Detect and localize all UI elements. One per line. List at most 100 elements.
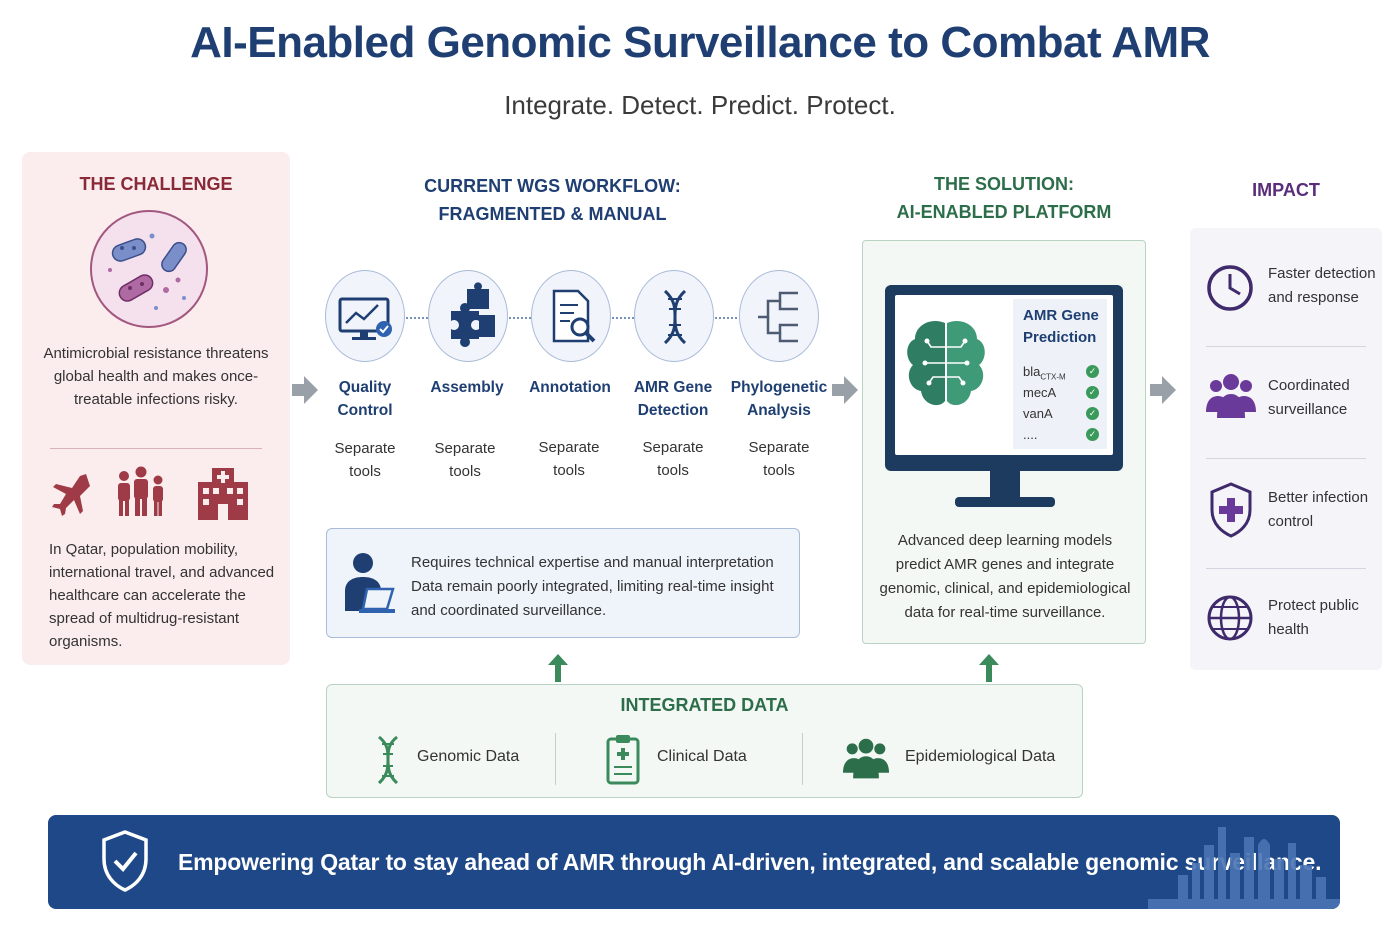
divider [1206, 568, 1366, 569]
step-label-assembly: Assembly [412, 376, 522, 399]
step-label-line: Annotation [529, 379, 611, 396]
amr-panel-title-line: AMR Gene [1023, 307, 1099, 324]
globe-icon [1207, 595, 1253, 641]
gene-item: mecA✓ [1023, 382, 1099, 403]
solution-panel: AMR Gene Prediction blaCTX-M✓ mecA✓ vanA… [862, 240, 1146, 644]
impact-label: Faster detection and response [1268, 262, 1378, 310]
workflow-limitations-box: Requires technical expertise and manual … [326, 528, 800, 638]
impact-label-line: control [1268, 513, 1314, 530]
clipboard-icon [606, 735, 640, 785]
step-label-annotation: Annotation [515, 376, 625, 399]
mission-banner: Empowering Qatar to stay ahead of AMR th… [48, 815, 1340, 909]
challenge-panel: THE CHALLENGE Antimicrobial resistance t… [22, 152, 290, 665]
amr-gene-detection-step [634, 270, 714, 362]
solution-description: Advanced deep learning models predict AM… [879, 532, 1131, 621]
impact-panel: Faster detection and response Coordinated… [1190, 228, 1382, 670]
step-label-line: Detection [637, 402, 709, 419]
step-label-line: Control [337, 402, 393, 419]
impact-heading: IMPACT [1252, 180, 1320, 200]
arrow-right-icon [1150, 376, 1176, 404]
step-sub-line: tools [349, 463, 381, 480]
amr-panel-title: AMR Gene Prediction [1023, 305, 1103, 349]
step-label-line: Assembly [430, 379, 504, 396]
amr-panel-title-line: Prediction [1023, 329, 1097, 346]
limitation-line: Requires technical expertise and manual … [411, 554, 774, 571]
integrated-item-label: Epidemiological Data [905, 748, 1056, 765]
gene-name: mecA [1023, 385, 1057, 400]
gene-name: vanA [1023, 406, 1053, 421]
check-icon: ✓ [1086, 365, 1099, 378]
solution-heading-line2: AI-ENABLED PLATFORM [896, 202, 1112, 222]
monitor-stand [990, 471, 1020, 497]
gene-subscript: CTX-M [1040, 372, 1066, 382]
gene-name: .... [1023, 427, 1038, 442]
city-skyline-icon [1148, 827, 1340, 909]
impact-label-line: Coordinated [1268, 377, 1350, 394]
airplane-icon [52, 474, 90, 516]
limitation-line: Data remain poorly integrated, limiting … [411, 578, 774, 595]
dna-icon [377, 735, 399, 785]
challenge-heading: THE CHALLENGE [79, 174, 233, 194]
divider [555, 733, 556, 785]
gene-item: vanA✓ [1023, 403, 1099, 424]
divider [802, 733, 803, 785]
assembly-step [428, 270, 508, 362]
people-icon [1206, 374, 1256, 418]
connector [406, 317, 428, 319]
arrow-up-icon [979, 654, 999, 682]
gene-list: blaCTX-M✓ mecA✓ vanA✓ ....✓ [1023, 361, 1099, 445]
quality-control-step [325, 270, 405, 362]
dna-icon [663, 289, 687, 345]
limitations-text: Requires technical expertise and manual … [411, 551, 791, 623]
challenge-icon-row [50, 464, 262, 524]
phylogenetic-analysis-step [739, 270, 819, 362]
connector [715, 317, 737, 319]
workflow-heading: CURRENT WGS WORKFLOW: FRAGMENTED & MANUA… [380, 172, 725, 228]
impact-label-line: Protect public [1268, 597, 1359, 614]
step-sub-line: tools [657, 462, 689, 479]
step-label-line: Quality [338, 379, 392, 396]
monitor-chart-icon [338, 297, 392, 340]
step-label-line: Analysis [747, 402, 811, 419]
connector [509, 317, 531, 319]
workflow-heading-line2: FRAGMENTED & MANUAL [438, 204, 667, 224]
solution-heading: THE SOLUTION: AI-ENABLED PLATFORM [862, 170, 1146, 226]
shield-check-icon [102, 830, 148, 892]
tree-icon [758, 291, 798, 343]
impact-label-line: surveillance [1268, 401, 1348, 418]
monitor-screen: AMR Gene Prediction blaCTX-M✓ mecA✓ vanA… [895, 295, 1113, 455]
step-sub-line: Separate [748, 439, 810, 456]
impact-label-line: Faster detection [1268, 265, 1376, 282]
divider [50, 448, 262, 449]
gene-item: .... ✓ [1023, 424, 1099, 445]
integrated-data-heading: INTEGRATED DATA [620, 695, 789, 715]
step-sub-line: Separate [538, 439, 600, 456]
amr-prediction-panel: AMR Gene Prediction blaCTX-M✓ mecA✓ vanA… [1013, 299, 1107, 449]
impact-item: Coordinated surveillance [1206, 366, 1376, 436]
page-subtitle: Integrate. Detect. Predict. Protect. [504, 90, 896, 120]
connector [612, 317, 634, 319]
qatar-risk-description: In Qatar, population mobility, internati… [49, 541, 275, 650]
mission-statement: Empowering Qatar to stay ahead of AMR th… [178, 849, 1322, 875]
divider [1206, 346, 1366, 347]
hospital-icon [198, 468, 248, 520]
integrated-data-panel: INTEGRATED DATA Genomic Data Clinical Da… [326, 684, 1083, 798]
shield-plus-icon [1210, 482, 1252, 538]
workflow-heading-line1: CURRENT WGS WORKFLOW: [424, 176, 681, 196]
check-icon: ✓ [1086, 428, 1099, 441]
limitation-line: and coordinated surveillance. [411, 602, 607, 619]
impact-label-line: and response [1268, 289, 1359, 306]
step-sub-line: tools [449, 463, 481, 480]
monitor-icon: AMR Gene Prediction blaCTX-M✓ mecA✓ vanA… [885, 285, 1123, 471]
puzzle-icon [451, 282, 495, 347]
step-sub-line: tools [553, 462, 585, 479]
page-title: AI-Enabled Genomic Surveillance to Comba… [190, 18, 1210, 67]
step-sub-annotation: Separate tools [514, 436, 624, 482]
